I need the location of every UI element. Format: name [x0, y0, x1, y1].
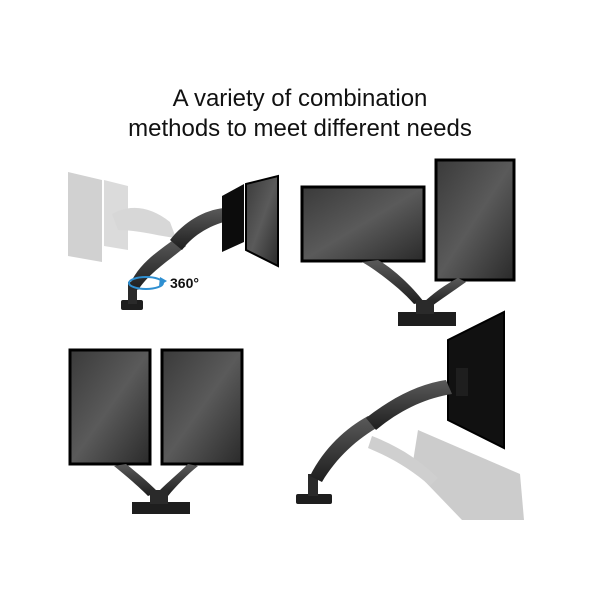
headline-line-2: methods to meet different needs — [128, 115, 472, 142]
scene-single-arm-rotation — [68, 172, 279, 310]
left-portrait-monitor — [68, 348, 152, 466]
dark-monitor-angled — [222, 174, 279, 268]
tilt-arm — [296, 368, 468, 504]
scene-tilt-motion — [296, 310, 524, 520]
scene-dual-portrait — [68, 348, 244, 514]
dual-arm-base — [362, 260, 466, 326]
landscape-monitor — [300, 185, 426, 263]
ghost-tilted-monitor — [368, 430, 524, 520]
headline-line-1: A variety of combination — [172, 85, 428, 112]
rotation-label: 360° — [170, 275, 199, 291]
headline: A variety of combination methods to meet… — [0, 84, 600, 144]
dual-arm-stand — [114, 464, 198, 514]
ghost-monitor — [68, 172, 176, 262]
right-portrait-monitor — [160, 348, 244, 466]
scene-landscape-portrait — [300, 158, 516, 326]
portrait-monitor — [434, 158, 516, 282]
rotate-arrow-icon — [128, 276, 167, 290]
